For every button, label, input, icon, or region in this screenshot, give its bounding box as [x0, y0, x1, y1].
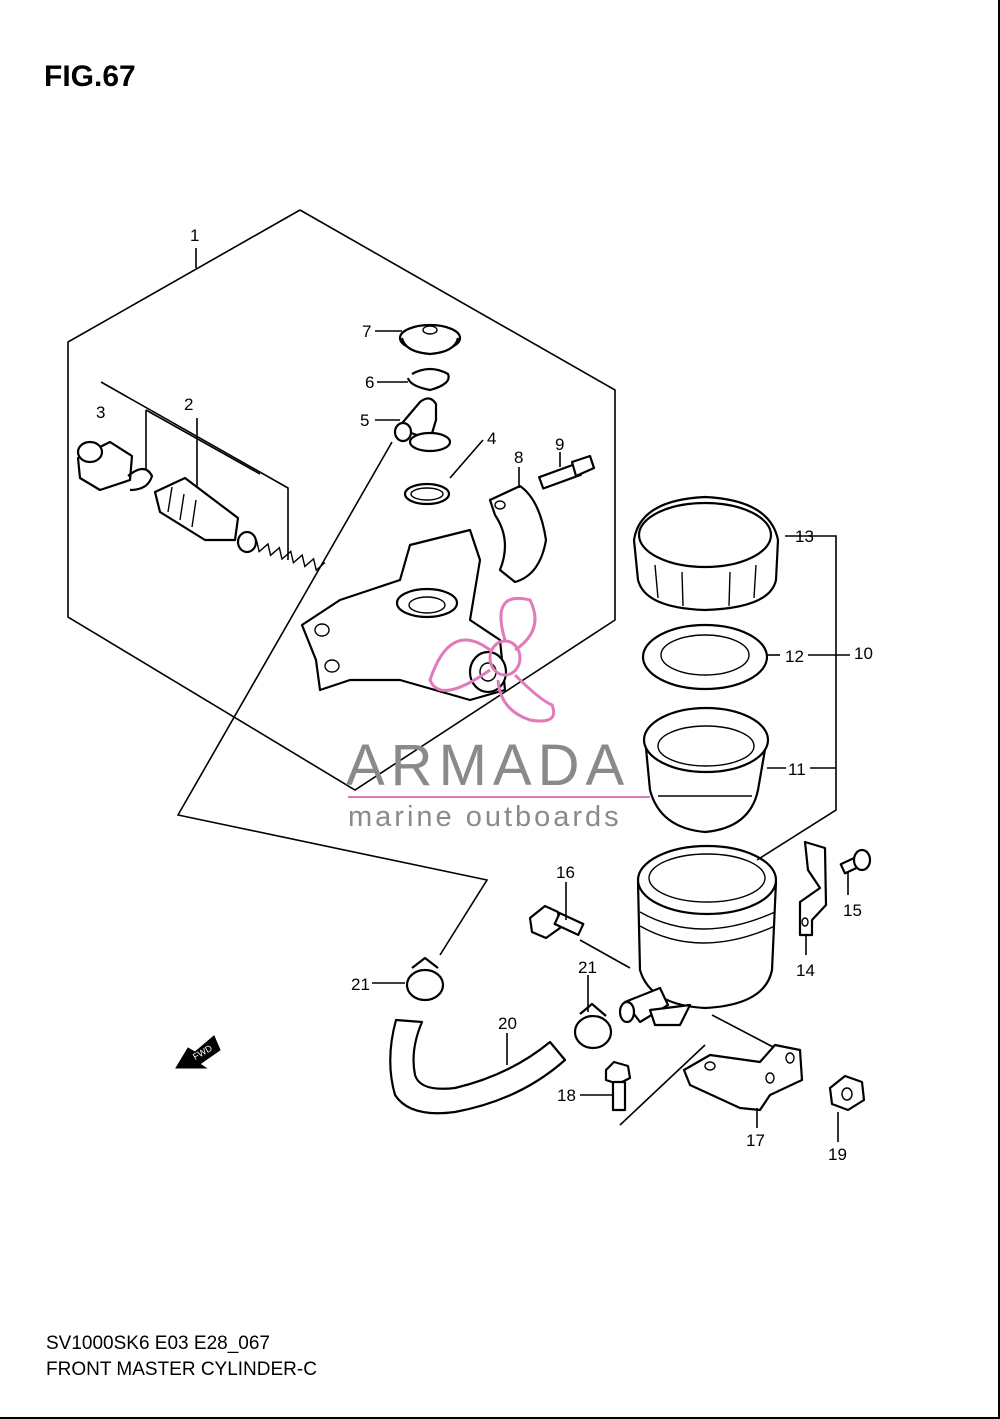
- reservoir-clamp-part: [798, 840, 828, 937]
- callout-18: 18: [557, 1086, 576, 1105]
- spring-part: [236, 530, 326, 572]
- callout-11: 11: [788, 760, 806, 779]
- callout-1: 1: [190, 226, 199, 245]
- boot-part: [398, 323, 462, 356]
- o-ring-part: [403, 482, 451, 506]
- circlip-part: [406, 367, 450, 392]
- bolt-part-9: [538, 454, 596, 490]
- callout-14: 14: [796, 961, 815, 980]
- callout-17: 17: [746, 1131, 765, 1150]
- screw-part-15: [839, 848, 872, 875]
- callout-6: 6: [365, 373, 374, 392]
- callout-leaders: [195, 248, 850, 1142]
- hose-clamp-upper: [405, 956, 445, 1002]
- bracket-leader-line: [619, 1044, 706, 1126]
- diaphragm-plate-part: [641, 623, 769, 691]
- callout-16: 16: [556, 863, 575, 882]
- watermark-tagline: marine outboards: [348, 801, 622, 833]
- bracket-leader-line-2: [711, 1014, 776, 1049]
- figure-caption: FRONT MASTER CYLINDER-C: [46, 1359, 317, 1380]
- hose-clamp-lower: [573, 1002, 613, 1050]
- bolt-part-16: [528, 904, 585, 940]
- elbow-fitting-part: [393, 397, 452, 453]
- callout-19: 19: [828, 1145, 847, 1164]
- reservoir-cap-part: [632, 495, 780, 612]
- bolt-leader-line: [579, 939, 631, 969]
- group-bracket-3b: [145, 409, 261, 475]
- hose-part: [389, 1018, 567, 1115]
- armada-watermark: ARMADA marine outboards: [346, 597, 650, 833]
- callout-13: 13: [795, 527, 814, 546]
- callout-21-upper: 21: [351, 975, 370, 994]
- callout-5: 5: [360, 411, 369, 430]
- callout-15: 15: [843, 901, 862, 920]
- figure-title: FIG.67: [44, 60, 136, 93]
- group-bracket-3: [100, 381, 289, 560]
- callout-10: 10: [854, 644, 873, 663]
- nut-part-19: [828, 1074, 866, 1112]
- piston-part: [153, 476, 240, 542]
- callout-7: 7: [362, 322, 371, 341]
- holder-part: [488, 484, 548, 584]
- callout-12: 12: [785, 647, 804, 666]
- callout-2: 2: [184, 395, 193, 414]
- snap-ring-part: [127, 467, 154, 492]
- armada-logo-icon: [428, 597, 556, 723]
- reservoir-bracket-part: [682, 1043, 804, 1112]
- model-code: SV1000SK6 E03 E28_067: [46, 1333, 270, 1354]
- callout-21-lower: 21: [578, 958, 597, 977]
- hose-route-line: [176, 441, 489, 956]
- master-cylinder-body: [300, 528, 508, 702]
- reservoir-body: [618, 844, 778, 1027]
- callout-8: 8: [514, 448, 523, 467]
- piston-cup-part: [76, 440, 134, 492]
- watermark-brand: ARMADA: [346, 733, 630, 798]
- callout-20: 20: [498, 1014, 517, 1033]
- fwd-direction-badge: FWD: [175, 1035, 221, 1069]
- o-ring-inner: [410, 487, 444, 501]
- assembly-outline: [67, 209, 616, 791]
- diaphragm-part: [642, 706, 770, 834]
- callout-9: 9: [555, 435, 564, 454]
- callout-3: 3: [96, 403, 105, 422]
- callout-4: 4: [487, 429, 496, 448]
- bolt-part-18: [604, 1060, 632, 1112]
